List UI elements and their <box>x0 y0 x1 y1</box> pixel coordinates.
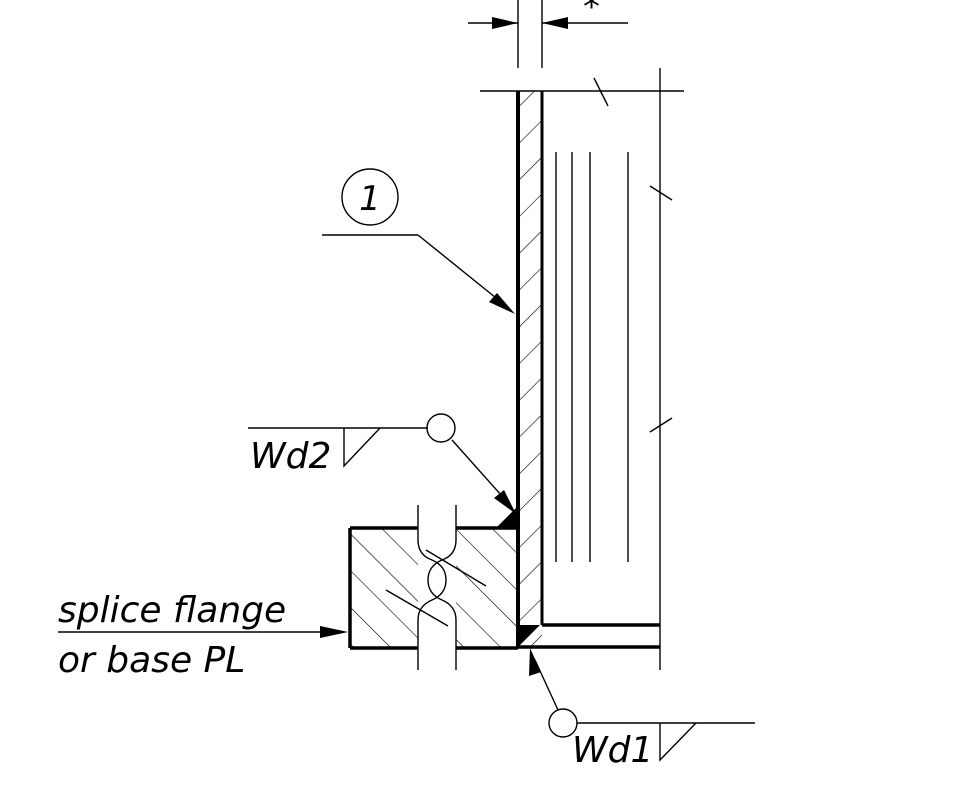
part-number: 1 <box>359 179 381 219</box>
splice-label-line1: splice flange <box>58 590 286 631</box>
flange-lines <box>518 623 660 649</box>
dimension-asterisk: * <box>583 0 600 27</box>
weld-symbol-wd2 <box>248 413 516 514</box>
splice-label-line2: or base PL <box>58 640 245 681</box>
weld-label-wd1: Wd1 <box>572 730 653 771</box>
fillet-welds <box>496 506 540 647</box>
thickness-dimension <box>468 0 628 68</box>
extension-lines <box>480 68 684 670</box>
weld-symbol-wd1 <box>529 648 755 762</box>
splice-label-leader <box>58 626 348 638</box>
web-plate <box>516 91 544 647</box>
weld-label-wd2: Wd2 <box>250 436 331 477</box>
splice-plate <box>348 505 518 670</box>
part-number-callout <box>322 168 515 314</box>
member-interior-lines <box>555 152 629 562</box>
